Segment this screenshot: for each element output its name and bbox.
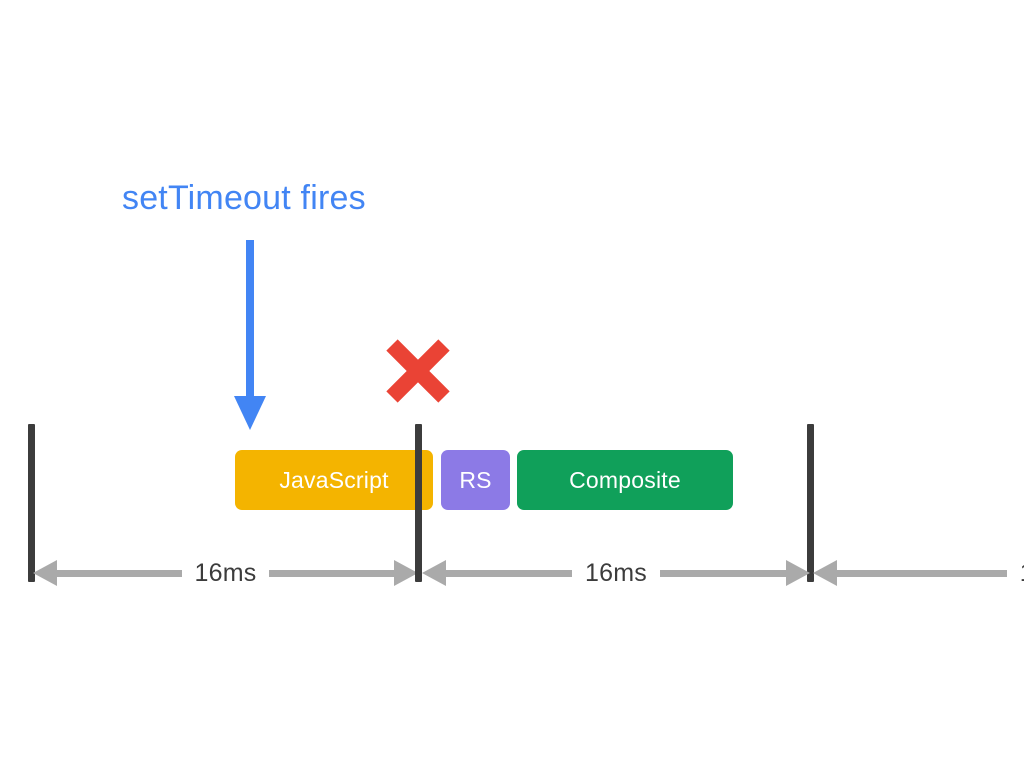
measure-label: 16ms: [194, 558, 257, 587]
measure-line: [57, 569, 182, 577]
red-x-icon: [383, 336, 453, 406]
frame-boundary-tick: [28, 424, 35, 582]
measure-label: 16: [1007, 559, 1024, 588]
arrow-head-left-icon: [422, 560, 446, 586]
down-arrow-icon: [232, 240, 268, 430]
frame-boundary-tick: [807, 424, 814, 582]
arrow-head-left-icon: [813, 560, 837, 586]
measure-line: [837, 569, 1007, 577]
task-bar-composite[interactable]: Composite: [517, 450, 733, 510]
annotation-label-settimeout: setTimeout fires: [122, 179, 366, 217]
measure-line: [269, 569, 394, 577]
arrow-head-left-icon: [33, 560, 57, 586]
arrow-head-right-icon: [786, 560, 810, 586]
task-bar-javascript[interactable]: JavaScript: [235, 450, 433, 510]
frame-boundary-tick: [415, 424, 422, 582]
measure-label: 16ms: [585, 558, 647, 587]
task-bar-rs[interactable]: RS: [441, 450, 510, 510]
measure-line: [446, 569, 573, 577]
duration-measure: 16ms: [33, 556, 418, 590]
duration-measure: 16: [813, 556, 1024, 590]
duration-measure: 16ms: [422, 556, 810, 590]
measure-line: [659, 569, 786, 577]
